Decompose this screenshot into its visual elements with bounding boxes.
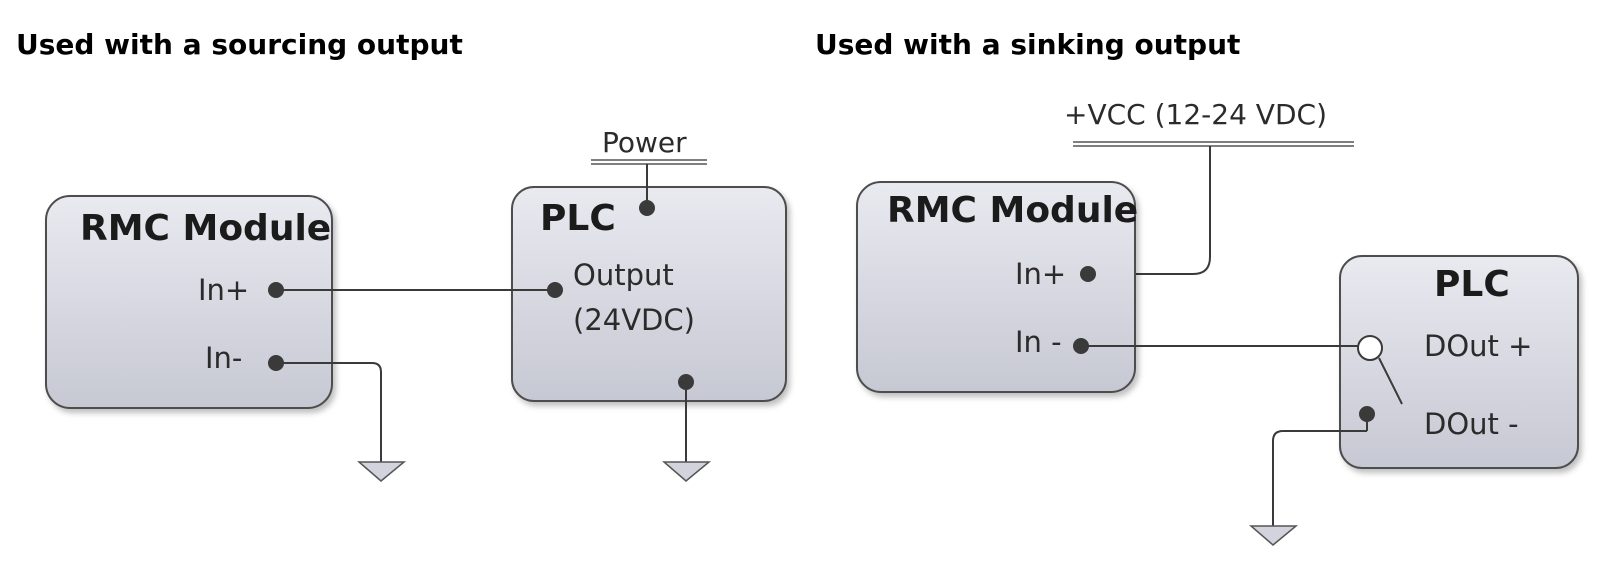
sourcing-rmc-module-box [45, 195, 333, 409]
sourcing-plc-title: PLC [540, 198, 616, 239]
sinking-heading: Used with a sinking output [815, 28, 1241, 61]
sourcing-ground-symbol-2 [661, 461, 712, 482]
sinking-plc-switch-contact [1357, 335, 1383, 361]
sinking-rmc-in-plus-label: In+ [1015, 257, 1066, 291]
sinking-diagram: +VCC (12-24 VDC) RMC Module In+ In - PLC… [856, 98, 1579, 546]
sinking-ground-symbol [1248, 525, 1299, 546]
sourcing-plc-box [511, 186, 787, 402]
sourcing-rmc-title: RMC Module [80, 208, 331, 249]
sourcing-ground-symbol-1 [356, 461, 407, 482]
sourcing-power-label: Power [602, 126, 687, 159]
sinking-plc-title: PLC [1434, 264, 1510, 305]
sinking-rmc-title: RMC Module [887, 190, 1138, 231]
sinking-plc-switch-blade [1378, 357, 1403, 405]
sourcing-plc-output-voltage-label: (24VDC) [573, 303, 695, 337]
sourcing-rmc-in-plus-label: In+ [198, 273, 249, 307]
sourcing-plc-power-terminal [639, 200, 655, 216]
sinking-plc-box [1339, 255, 1579, 469]
sourcing-in-minus-ground-wire [276, 362, 382, 462]
sourcing-plc-output-terminal [547, 282, 563, 298]
sinking-rmc-in-minus-label: In - [1015, 325, 1062, 359]
sinking-rmc-module-box [856, 181, 1136, 393]
sinking-ground-wire [1272, 430, 1367, 526]
sourcing-plc-output-label: Output [573, 258, 674, 292]
sourcing-diagram: RMC Module In+ In- PLC Output (24VDC) Po… [45, 126, 787, 482]
sinking-rmc-in-plus-terminal [1080, 266, 1096, 282]
sourcing-rmc-in-minus-label: In- [205, 341, 242, 375]
sinking-plc-dout-minus-label: DOut - [1424, 407, 1519, 441]
sinking-vcc-wire [1088, 146, 1211, 275]
sourcing-heading: Used with a sourcing output [16, 28, 463, 61]
sinking-vcc-label: +VCC (12-24 VDC) [1064, 98, 1327, 131]
sinking-plc-dout-plus-label: DOut + [1424, 329, 1532, 363]
